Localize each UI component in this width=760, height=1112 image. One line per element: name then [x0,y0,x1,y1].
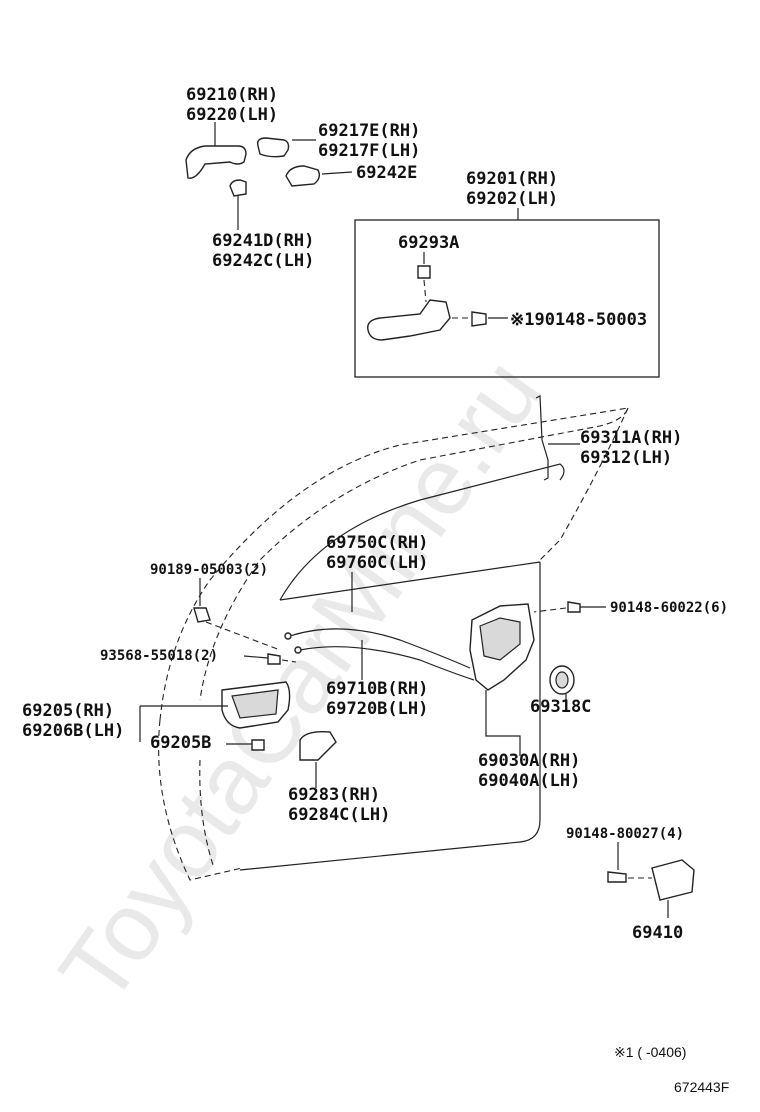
figure-id: 672443F [674,1079,729,1095]
clip-part [417,265,431,279]
screw-93568-part [267,653,281,665]
label-69030a: 69030A(RH) [478,751,580,771]
door-outline [158,407,629,881]
label-69311a: 69311A(RH) [580,428,682,448]
label-69206b: 69206B(LH) [22,721,124,741]
clip-90189-part [193,607,211,623]
label-69202: 69202(LH) [466,189,558,209]
outside-handle-group [185,122,353,230]
label-90148-50003: ※190148-50003 [510,310,647,330]
cable-69750c [289,628,471,669]
label-69312: 69312(LH) [580,448,672,468]
handle-cap-part [229,179,247,197]
label-69242c: 69242C(LH) [212,251,314,271]
label-69040a: 69040A(LH) [478,771,580,791]
screw-80027-part [607,871,627,883]
label-69284c: 69284C(LH) [288,805,390,825]
cable-69710b [299,646,475,681]
label-69750c: 69750C(RH) [326,533,428,553]
label-90189-05003: 90189-05003(2) [150,562,268,578]
label-69241d: 69241D(RH) [212,231,314,251]
handle-frame-part [367,299,451,341]
label-69318c: 69318C [530,697,591,717]
lock-rod-part [535,395,549,481]
label-90148-60022: 90148-60022(6) [610,600,728,616]
label-69220: 69220(LH) [186,105,278,125]
label-69710b: 69710B(RH) [326,679,428,699]
label-69760c: 69760C(LH) [326,553,428,573]
label-69293a: 69293A [398,233,459,253]
label-69210: 69210(RH) [186,85,278,105]
footnote: ※1 ( -0406) [614,1044,686,1060]
label-69201: 69201(RH) [466,169,558,189]
handle-gasket-part [285,165,321,187]
label-69283: 69283(RH) [288,785,380,805]
striker-part [651,859,695,901]
label-69205: 69205(RH) [22,701,114,721]
screw-60022-part [567,601,581,613]
frame-assy-box [354,219,660,378]
handle-pad-part [256,137,290,158]
frame-screw-part [471,311,487,327]
label-69242e: 69242E [356,163,417,183]
label-69217e: 69217E(RH) [318,121,420,141]
label-69217f: 69217F(LH) [318,141,420,161]
label-93568-55018: 93568-55018(2) [100,648,218,664]
label-69720b: 69720B(LH) [326,699,428,719]
outside-handle-part [185,145,247,179]
bezel-part [299,730,337,761]
screw-69205b-part [251,739,265,751]
label-69205b: 69205B [150,733,211,753]
label-90148-80027: 90148-80027(4) [566,826,684,842]
label-69410: 69410 [632,923,683,943]
